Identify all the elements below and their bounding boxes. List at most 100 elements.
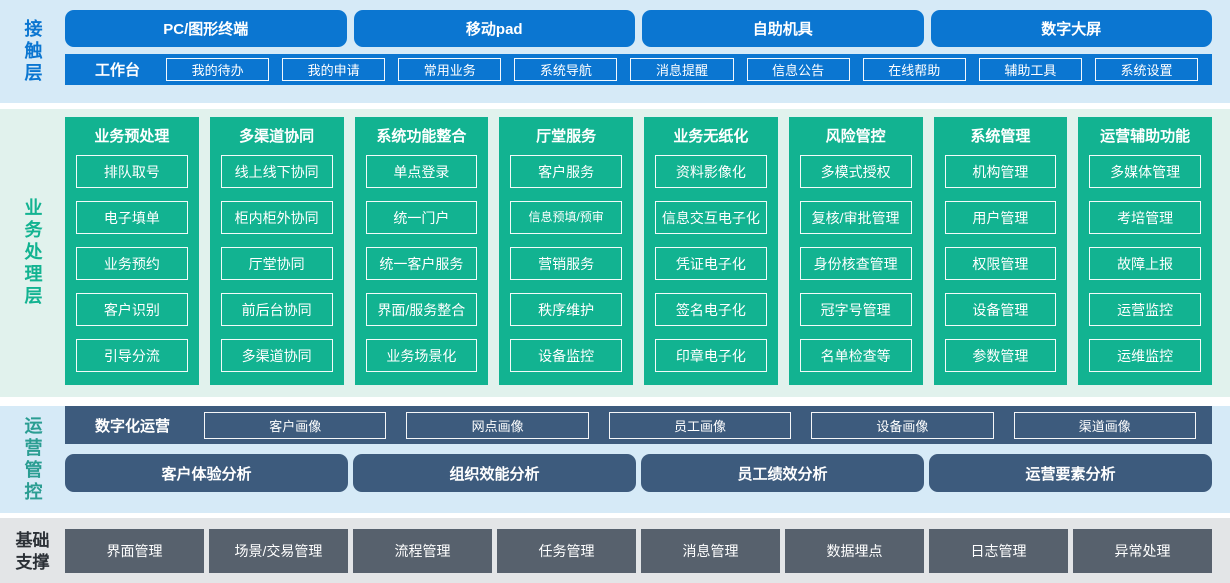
foundation-row: 界面管理 场景/交易管理 流程管理 任务管理 消息管理 数据埋点 日志管理 异常… [65,518,1212,573]
business-module-chip: 设备监控 [510,339,622,372]
analysis-box: 组织效能分析 [353,454,636,492]
foundation-layer-label: 基础支撑 [0,518,65,583]
workbench-bar: 工作台 我的待办 我的申请 常用业务 系统导航 消息提醒 信息公告 在线帮助 辅… [65,54,1212,85]
business-module-chip: 厅堂协同 [220,247,333,280]
foundation-item: 界面管理 [65,529,204,573]
business-module-chip: 故障上报 [1089,247,1201,280]
channel-row: PC/图形终端 移动pad 自助机具 数字大屏 [65,0,1212,47]
business-column: 系统功能整合 单点登录 统一门户 统一客户服务 界面/服务整合 业务场景化 [354,117,489,385]
business-column: 风险管控 多模式授权 复核/审批管理 身份核查管理 冠字号管理 名单检查等 [788,117,923,385]
business-column: 系统管理 机构管理 用户管理 权限管理 设备管理 参数管理 [933,117,1068,385]
workbench-item: 辅助工具 [978,58,1082,81]
foundation-item: 日志管理 [929,529,1068,573]
business-module-chip: 客户识别 [76,293,188,326]
workbench-item: 在线帮助 [862,58,966,81]
business-module-chip: 印章电子化 [655,339,767,372]
workbench-item: 系统导航 [514,58,618,81]
persona-chip: 设备画像 [811,411,994,439]
business-column-title: 厅堂服务 [536,128,597,145]
business-module-chip: 业务预约 [76,247,188,280]
business-module-chip: 机构管理 [944,155,1057,188]
business-layer-label: 业务处理层 [0,109,65,397]
digital-ops-title: 数字化运营 [95,417,171,435]
foundation-layer-band: 基础支撑 界面管理 场景/交易管理 流程管理 任务管理 消息管理 数据埋点 日志… [0,518,1230,583]
business-module-chip: 统一客户服务 [365,247,478,280]
business-column: 厅堂服务 客户服务 信息预填/预审 营销服务 秩序维护 设备监控 [499,117,633,385]
business-module-chip: 资料影像化 [655,155,767,188]
business-module-chip: 名单检查等 [799,339,912,372]
operations-layer-band: 运营管控 数字化运营 客户画像 网点画像 员工画像 设备画像 渠道画像 客户体验… [0,406,1230,513]
business-column-title: 风险管控 [825,128,886,145]
workbench-item: 消息提醒 [630,58,734,81]
business-module-chip: 签名电子化 [655,293,767,326]
business-module-chip: 凭证电子化 [655,247,767,280]
business-module-chip: 统一门户 [365,201,478,234]
business-layer-label-text: 业务处理层 [22,198,43,308]
business-layer-band: 业务处理层 业务预处理 排队取号 电子填单 业务预约 客户识别 引导分流 多渠道… [0,109,1230,397]
persona-chip: 客户画像 [204,411,387,439]
business-module-chip: 权限管理 [944,247,1057,280]
business-column-title: 业务预处理 [94,128,170,145]
operations-layer-label: 运营管控 [0,406,65,513]
business-module-chip: 考培管理 [1089,201,1201,234]
business-module-chip: 身份核查管理 [799,247,912,280]
business-column: 业务预处理 排队取号 电子填单 业务预约 客户识别 引导分流 [65,117,199,385]
analysis-box: 员工绩效分析 [641,454,924,492]
business-column-title: 系统管理 [970,128,1031,145]
contact-layer-band: 接触层 PC/图形终端 移动pad 自助机具 数字大屏 工作台 我的待办 我的申… [0,0,1230,103]
channel-button: 移动pad [353,10,635,47]
contact-layer-label-text: 接触层 [22,18,43,85]
foundation-layer-label-text: 基础支撑 [15,530,50,572]
business-column-title: 业务无纸化 [673,128,749,145]
workbench-item: 我的申请 [282,58,386,81]
analysis-box: 客户体验分析 [65,454,348,492]
business-module-chip: 柜内柜外协同 [220,201,333,234]
persona-chip: 员工画像 [608,411,792,439]
business-module-chip: 营销服务 [510,247,622,280]
business-column: 运营辅助功能 多媒体管理 考培管理 故障上报 运营监控 运维监控 [1078,117,1212,385]
business-module-chip: 多媒体管理 [1089,155,1201,188]
business-module-chip: 引导分流 [76,339,188,372]
foundation-item: 数据埋点 [785,529,924,573]
business-module-chip: 界面/服务整合 [365,293,478,326]
business-column: 业务无纸化 资料影像化 信息交互电子化 凭证电子化 签名电子化 印章电子化 [644,117,778,385]
analysis-row: 客户体验分析 组织效能分析 员工绩效分析 运营要素分析 [65,454,1212,492]
business-module-chip: 前后台协同 [220,293,333,326]
persona-chip: 网点画像 [406,411,589,439]
business-module-chip: 排队取号 [76,155,188,188]
business-column-title: 多渠道协同 [239,128,315,145]
business-module-chip: 用户管理 [944,201,1057,234]
business-module-chip: 线上线下协同 [220,155,333,188]
business-module-chip: 多渠道协同 [220,339,333,372]
business-module-chip: 秩序维护 [510,293,622,326]
persona-chip: 渠道画像 [1013,411,1196,439]
foundation-item: 流程管理 [353,529,492,573]
foundation-item: 消息管理 [641,529,780,573]
business-columns: 业务预处理 排队取号 电子填单 业务预约 客户识别 引导分流 多渠道协同 线上线… [65,109,1212,385]
business-module-chip: 冠字号管理 [799,293,912,326]
workbench-item: 常用业务 [398,58,502,81]
foundation-item: 场景/交易管理 [209,529,348,573]
business-module-chip: 参数管理 [944,339,1057,372]
business-module-chip: 业务场景化 [365,339,478,372]
business-module-chip: 复核/审批管理 [799,201,912,234]
business-module-chip: 设备管理 [944,293,1057,326]
foundation-item: 异常处理 [1073,529,1212,573]
business-column-title: 系统功能整合 [376,128,467,145]
business-module-chip: 运营监控 [1089,293,1201,326]
business-module-chip: 多模式授权 [799,155,912,188]
business-module-chip: 信息预填/预审 [510,201,622,234]
business-module-chip: 运维监控 [1089,339,1201,372]
channel-button: 自助机具 [642,10,924,47]
workbench-title: 工作台 [95,62,141,79]
workbench-item: 信息公告 [746,58,850,81]
channel-button: PC/图形终端 [65,10,347,47]
digital-ops-bar: 数字化运营 客户画像 网点画像 员工画像 设备画像 渠道画像 [65,406,1212,444]
foundation-item: 任务管理 [497,529,636,573]
business-column: 多渠道协同 线上线下协同 柜内柜外协同 厅堂协同 前后台协同 多渠道协同 [209,117,344,385]
business-module-chip: 电子填单 [76,201,188,234]
workbench-item: 我的待办 [166,58,270,81]
business-module-chip: 信息交互电子化 [655,201,767,234]
contact-layer-label: 接触层 [0,0,65,103]
